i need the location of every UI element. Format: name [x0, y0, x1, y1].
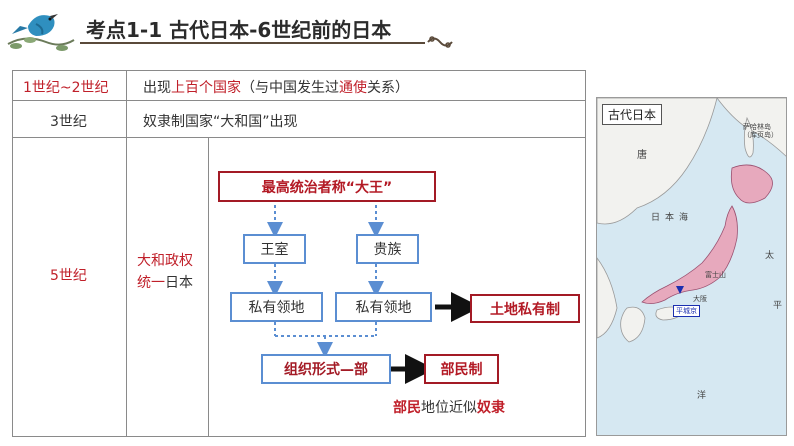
tribal-status-note: 部民地位近似奴隶	[393, 400, 505, 416]
map-label-heijokyo: 平城京	[673, 305, 700, 317]
ancient-japan-map: 古代日本 唐 日 本 海 太 平 洋 萨哈林岛 （库页岛） 富士山 大阪 平城京	[596, 97, 787, 436]
row2-content: 奴隶制国家“大和国”出现	[143, 114, 298, 130]
period-1-2-century: 1世纪~2世纪	[23, 80, 109, 96]
map-label-ocean-1: 太	[765, 251, 775, 261]
map-label-sea-3: 海	[679, 213, 689, 223]
nobles-box: 贵族	[356, 234, 419, 264]
map-label-sea-1: 日	[651, 213, 661, 223]
title-underline	[80, 42, 425, 44]
map-label-osaka: 大阪	[693, 295, 707, 303]
private-land-right-box: 私有领地	[335, 292, 432, 322]
scroll-ornament-icon	[427, 36, 453, 48]
private-land-left-box: 私有领地	[230, 292, 323, 322]
map-label-sakhalin: 萨哈林岛	[743, 123, 771, 131]
bird-on-branch-icon	[7, 14, 75, 51]
map-label-ocean-2: 平	[773, 301, 783, 311]
period-3-century: 3世纪	[50, 114, 87, 130]
map-label-ocean-3: 洋	[697, 391, 707, 401]
sub-label-line2: 统一日本	[137, 275, 193, 291]
page-title: 考点1-1 古代日本-6世纪前的日本	[86, 18, 392, 42]
private-land-system-box: 土地私有制	[470, 294, 580, 323]
history-table: 1世纪~2世纪 出现上百个国家（与中国发生过通使关系） 3世纪 奴隶制国家“大和…	[12, 70, 586, 437]
map-label-sakhalin-alt: （库页岛）	[743, 131, 778, 139]
period-5-century: 5世纪	[50, 268, 87, 284]
map-label-tang: 唐	[637, 150, 647, 161]
tribal-people-system-box: 部民制	[424, 354, 499, 384]
top-ruler-box: 最高统治者称“大王”	[218, 171, 436, 202]
map-label-sea-2: 本	[665, 213, 675, 223]
row1-content: 出现上百个国家（与中国发生过通使关系）	[143, 80, 409, 96]
map-title: 古代日本	[602, 104, 663, 125]
royal-family-box: 王室	[243, 234, 306, 264]
organization-form-box: 组织形式—部	[261, 354, 391, 384]
sub-label-line1: 大和政权	[137, 253, 193, 269]
map-label-fuji: 富士山	[705, 271, 726, 279]
